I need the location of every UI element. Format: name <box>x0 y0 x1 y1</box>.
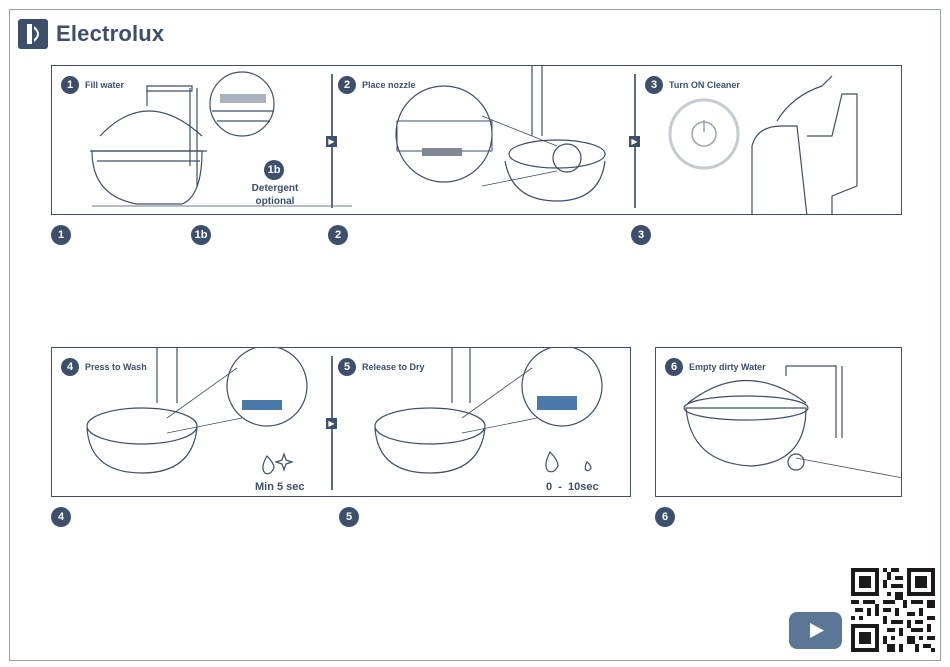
below-badge-3: 3 <box>631 225 651 245</box>
brand-name: Electrolux <box>56 21 164 47</box>
step-3-badge: 3 <box>645 76 663 94</box>
step-6-badge: 6 <box>665 358 683 376</box>
video-play-button[interactable] <box>789 612 842 649</box>
below-badge-1b: 1b <box>191 225 211 245</box>
step-2-title: Place nozzle <box>362 80 416 90</box>
step-1b-badge: 1b <box>264 160 284 180</box>
top-steps-panel: 1 Fill water 1b Detergent optional ▶ 2 P… <box>51 65 902 215</box>
step-1b-note-line1: Detergent <box>242 182 308 195</box>
below-badge-6: 6 <box>655 507 675 527</box>
below-badge-2: 2 <box>328 225 348 245</box>
step-4-timing: Min 5 sec <box>255 481 305 493</box>
step-2-badge: 2 <box>338 76 356 94</box>
step-4-badge: 4 <box>61 358 79 376</box>
below-badge-4: 4 <box>51 507 71 527</box>
step-4-title: Press to Wash <box>85 362 147 372</box>
step-1-title: Fill water <box>85 80 124 90</box>
next-arrow-icon: ▶ <box>326 418 337 429</box>
step-1-badge: 1 <box>61 76 79 94</box>
qr-code-icon[interactable] <box>851 568 935 652</box>
brand-logo: Electrolux <box>18 19 164 49</box>
play-icon <box>789 612 842 649</box>
step-3-title: Turn ON Cleaner <box>669 80 740 90</box>
step-5-badge: 5 <box>338 358 356 376</box>
next-arrow-icon: ▶ <box>326 136 337 147</box>
below-badge-5: 5 <box>339 507 359 527</box>
step-1b-note: Detergent optional <box>242 182 308 208</box>
step-6-panel: 6 Empty dirty Water <box>655 347 902 497</box>
electrolux-logo-icon <box>18 19 48 49</box>
step-1b-note-line2: optional <box>242 195 308 208</box>
step-5-title: Release to Dry <box>362 362 425 372</box>
next-arrow-icon: ▶ <box>629 136 640 147</box>
step-6-title: Empty dirty Water <box>689 362 766 372</box>
below-badge-1: 1 <box>51 225 71 245</box>
step-5-timing: 0 - 10sec <box>546 481 599 493</box>
bottom-steps-panel: 4 Press to Wash Min 5 sec ▶ 5 Release to… <box>51 347 631 497</box>
top-illustrations <box>52 66 902 215</box>
